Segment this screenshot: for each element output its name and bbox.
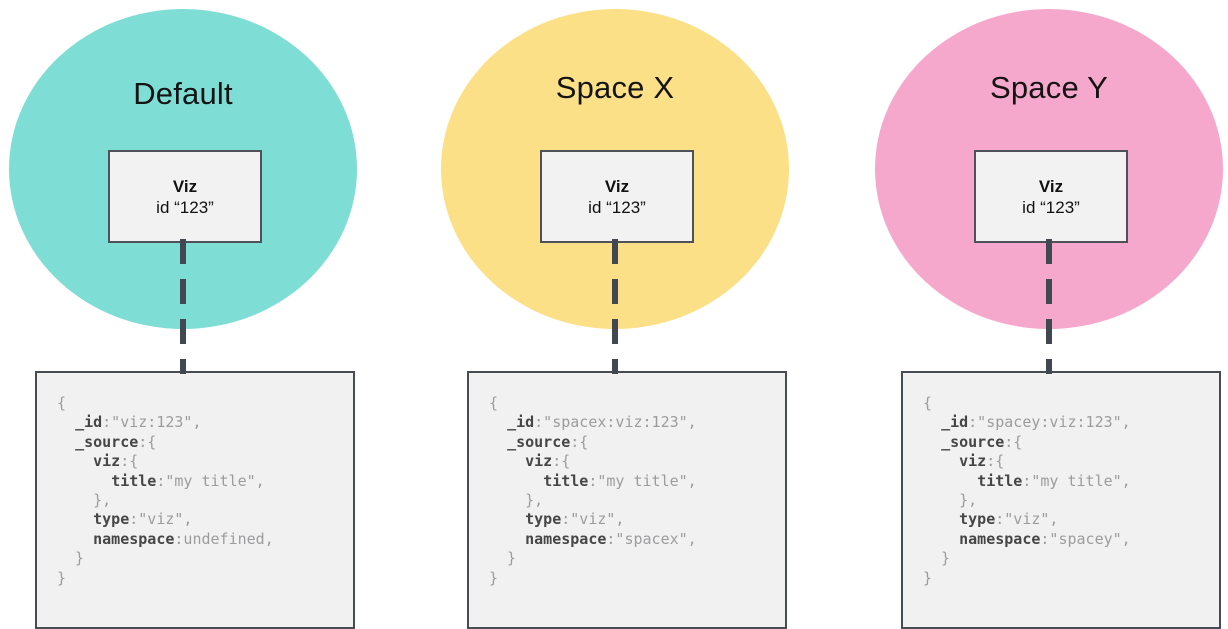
- space-label: Default: [133, 76, 233, 111]
- viz-card-id: id “123”: [1022, 197, 1080, 217]
- code-line: }: [489, 549, 517, 568]
- space-column-default: Default Viz id “123” { _id:"viz:123", _s…: [0, 0, 383, 629]
- code-line: _id:"viz:123",: [75, 413, 202, 432]
- code-line: viz:{: [525, 452, 571, 471]
- dashed-connector-line: [1046, 239, 1052, 374]
- code-line: namespace:"spacex",: [525, 529, 697, 548]
- code-line: }: [57, 568, 67, 587]
- code-line: }: [923, 568, 933, 587]
- viz-card-title: Viz: [604, 176, 630, 196]
- code-line: {: [923, 394, 933, 412]
- code-line: _source:{: [941, 432, 1023, 451]
- code-line: }: [923, 549, 951, 568]
- code-line: },: [489, 491, 544, 510]
- code-line: _source:{: [75, 432, 157, 451]
- space-column-spacex: Space X Viz id “123” { _id:"spacex:viz:1…: [415, 0, 815, 629]
- code-line: type:"viz",: [525, 510, 625, 529]
- code-line: namespace:"spacey",: [959, 529, 1131, 548]
- saved-object-code-box: { _id:"spacey:viz:123", _source:{ viz:{ …: [901, 371, 1221, 629]
- code-line: namespace:undefined,: [93, 529, 274, 548]
- space-label: Space Y: [989, 70, 1109, 105]
- viz-card: Viz id “123”: [108, 150, 262, 243]
- code-line: {: [489, 394, 499, 412]
- code-line: title:"my title",: [977, 471, 1131, 490]
- code-line: },: [57, 491, 112, 510]
- code-line: {: [57, 394, 67, 412]
- code-line: type:"viz",: [93, 510, 193, 529]
- saved-object-code-box: { _id:"spacex:viz:123", _source:{ viz:{ …: [467, 371, 787, 629]
- code-line: },: [923, 491, 978, 510]
- code-line: }: [489, 568, 499, 587]
- saved-object-code-box: { _id:"viz:123", _source:{ viz:{ title:"…: [35, 371, 355, 629]
- dashed-connector-line: [612, 239, 618, 374]
- code-line: viz:{: [959, 452, 1005, 471]
- code-line: viz:{: [93, 452, 139, 471]
- code-line: _id:"spacey:viz:123",: [941, 413, 1131, 432]
- code-line: title:"my title",: [111, 471, 265, 490]
- viz-card-id: id “123”: [588, 197, 646, 217]
- code-line: _id:"spacex:viz:123",: [507, 413, 697, 432]
- viz-card: Viz id “123”: [540, 150, 694, 243]
- space-label: Space X: [555, 70, 675, 105]
- code-line: _source:{: [507, 432, 589, 451]
- dashed-connector-line: [180, 239, 186, 374]
- code-line: type:"viz",: [959, 510, 1059, 529]
- viz-card-title: Viz: [1038, 176, 1064, 196]
- viz-card-id: id “123”: [156, 197, 214, 217]
- code-line: }: [57, 549, 85, 568]
- code-line: title:"my title",: [543, 471, 697, 490]
- viz-card: Viz id “123”: [974, 150, 1128, 243]
- space-column-spacey: Space Y Viz id “123” { _id:"spacey:viz:1…: [849, 0, 1228, 629]
- viz-card-title: Viz: [172, 176, 198, 196]
